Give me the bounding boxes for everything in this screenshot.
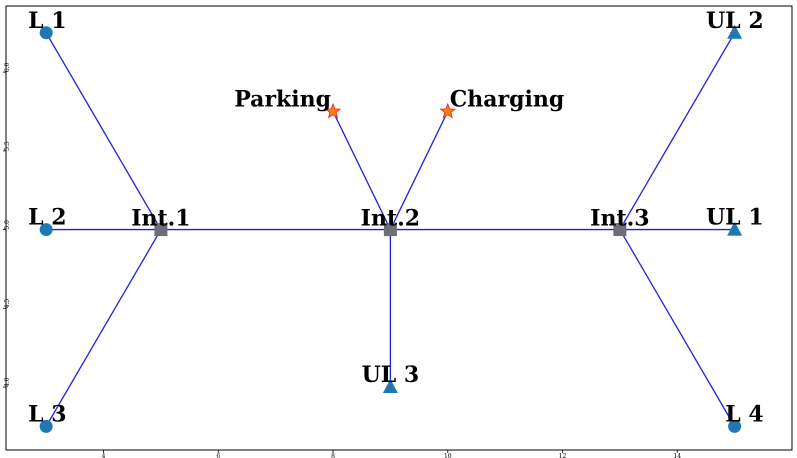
node-Parking-label: Parking bbox=[234, 86, 331, 112]
labels-layer: L 1 L 2 L 3 L 4 UL 1 UL 2 UL 3 Int.1 Int.2 Int.3 P… bbox=[28, 8, 763, 428]
node-Int1-marker bbox=[154, 223, 168, 237]
node-Int1-label: Int.1 bbox=[131, 206, 190, 232]
x-tick-label: 14 bbox=[673, 453, 681, 458]
edge-L1-Int1 bbox=[45, 32, 162, 230]
edge-Int3-L4 bbox=[619, 229, 736, 427]
node-UL2-label: UL 2 bbox=[706, 8, 764, 34]
node-UL1-marker bbox=[727, 221, 743, 236]
edge-Int3-UL2 bbox=[619, 32, 736, 230]
y-tick-label: 5.0 bbox=[4, 220, 11, 230]
node-L4-label: L 4 bbox=[725, 401, 763, 427]
node-UL3-marker bbox=[382, 379, 398, 394]
edge-Int2-Charging bbox=[389, 111, 449, 230]
node-UL2-marker bbox=[727, 24, 743, 39]
node-Int2-marker bbox=[383, 223, 397, 237]
x-tick-label: 8 bbox=[331, 453, 335, 458]
edges-layer bbox=[45, 32, 736, 427]
edge-L3-Int1 bbox=[45, 229, 162, 427]
node-L4-marker bbox=[728, 419, 742, 433]
node-UL1-label: UL 1 bbox=[706, 205, 764, 231]
ticks-layer: 4 6 8 10 12 14 4.0 4.5 5.0 5.5 6.0 bbox=[3, 62, 681, 458]
node-Parking-marker bbox=[324, 102, 342, 119]
node-Int2-label: Int.2 bbox=[361, 206, 420, 232]
edge-Int2-Parking bbox=[332, 111, 391, 230]
node-L1-marker bbox=[39, 26, 53, 40]
x-tick-label: 10 bbox=[444, 453, 452, 458]
nodes-layer bbox=[39, 24, 743, 433]
plot-frame bbox=[5, 5, 793, 451]
node-Int3-label: Int.3 bbox=[590, 206, 649, 232]
x-tick-label: 4 bbox=[102, 453, 106, 458]
node-L3-label: L 3 bbox=[28, 401, 66, 427]
node-UL3-label: UL 3 bbox=[362, 362, 420, 388]
x-tick-label: 6 bbox=[216, 453, 220, 458]
node-L2-marker bbox=[39, 223, 53, 237]
y-tick-label: 4.5 bbox=[4, 299, 11, 309]
node-L1-label: L 1 bbox=[28, 8, 66, 34]
node-Charging-label: Charging bbox=[450, 86, 564, 112]
node-L2-label: L 2 bbox=[28, 205, 66, 231]
node-L3-marker bbox=[39, 419, 53, 433]
node-Int3-marker bbox=[613, 223, 627, 237]
y-tick-label: 4.0 bbox=[4, 377, 11, 387]
y-tick-label: 5.5 bbox=[4, 141, 11, 151]
x-tick-label: 12 bbox=[559, 453, 567, 458]
node-Charging-marker bbox=[439, 102, 456, 119]
y-tick-label: 6.0 bbox=[4, 62, 11, 72]
